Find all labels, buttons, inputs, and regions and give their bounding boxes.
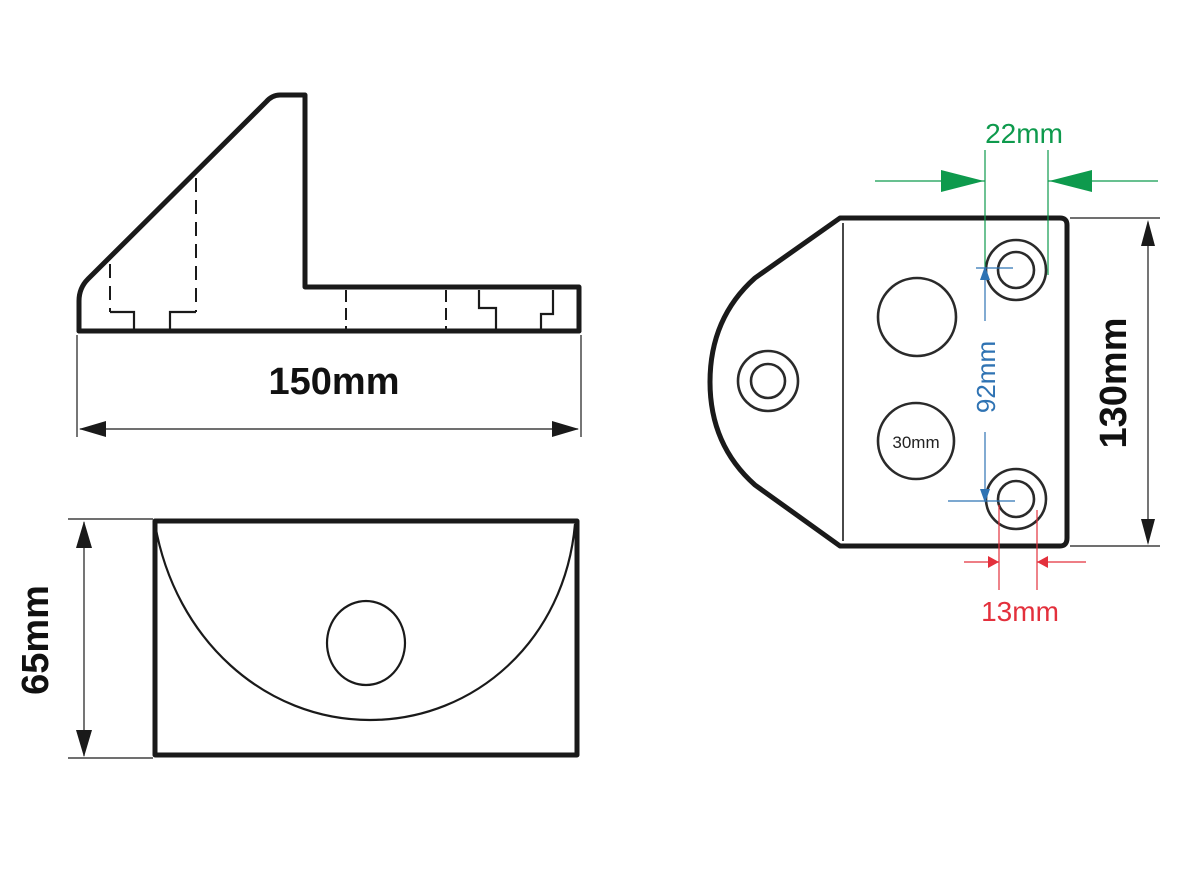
hole-spacing-dimension: 92mm — [948, 266, 1015, 503]
large-hole-lower — [876, 401, 956, 481]
hidden-step — [110, 310, 136, 329]
bolt-hole-label: 13mm — [981, 596, 1059, 627]
hole-diameter-label: 30mm — [892, 433, 939, 452]
front-view-outline — [152, 518, 580, 758]
bolt-hole-outer — [984, 238, 1048, 302]
arrowhead-right — [988, 556, 999, 568]
arrowhead-down — [1141, 519, 1155, 545]
bolt-hole-inner — [996, 479, 1036, 519]
top-view-outline — [707, 215, 1070, 549]
front-view-hole — [325, 599, 407, 687]
arrowhead-left — [1037, 556, 1048, 568]
bolt-hole-inner — [996, 250, 1036, 290]
bolt-hole-outer — [736, 349, 800, 413]
bolt-hole-dimension: 13mm — [964, 505, 1086, 627]
height-dimension-label: 65mm — [15, 585, 57, 695]
arrowhead-up — [1141, 220, 1155, 246]
arrowhead-right — [552, 421, 579, 437]
offset-dimension: 22mm — [875, 118, 1158, 275]
side-view: 150mm — [76, 92, 582, 437]
arrowhead-down — [980, 489, 990, 503]
width-dimension-label: 150mm — [269, 361, 400, 403]
arrowhead-up — [980, 266, 990, 280]
offset-dimension-label: 22mm — [985, 118, 1063, 149]
length-dimension-label: 130mm — [1093, 318, 1135, 449]
arrowhead-right — [941, 170, 984, 192]
side-view-outline — [76, 92, 582, 334]
arrowhead-up — [76, 521, 92, 548]
front-view-curve — [153, 523, 577, 722]
bolt-hole-inner — [749, 362, 787, 400]
arrowhead-left — [79, 421, 106, 437]
hidden-step — [477, 290, 498, 329]
hidden-step — [168, 310, 196, 329]
arrowhead-left — [1049, 170, 1092, 192]
front-view: 65mm — [15, 518, 580, 759]
arrowhead-down — [76, 730, 92, 757]
hole-spacing-label: 92mm — [971, 341, 1001, 413]
hidden-step — [539, 290, 555, 329]
large-hole-upper — [876, 276, 958, 358]
top-view: 30mm 130mm 22mm — [707, 118, 1160, 627]
